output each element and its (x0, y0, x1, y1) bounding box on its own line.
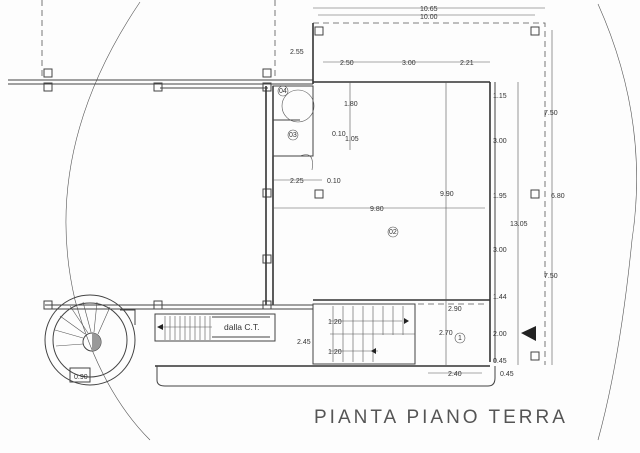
dim-top-inner: 10.00 (420, 14, 438, 21)
dim-ramp: 2.40 (448, 371, 462, 378)
column-markers (43, 68, 272, 310)
room-label-03 (287, 129, 299, 141)
svg-text:04: 04 (279, 88, 287, 95)
dim-bay-2: 3.00 (402, 60, 416, 67)
svg-text:0.45: 0.45 (493, 358, 507, 365)
svg-text:0.45: 0.45 (500, 371, 514, 378)
svg-text:03: 03 (289, 132, 297, 139)
spiral-stair (44, 294, 136, 386)
dim-right-bottom: 7.50 (544, 273, 558, 280)
site-arc-right (597, 3, 637, 441)
dim-wc-door: 1.05 (345, 136, 359, 143)
corridor-walls (8, 0, 313, 89)
dim-stair-run-2: 1.20 (328, 349, 342, 356)
svg-text:3.00: 3.00 (493, 247, 507, 254)
dim-top-outer: 10.65 (420, 6, 438, 13)
canopy-columns (314, 26, 540, 361)
from-ct-label: dalla C.T. (224, 322, 259, 332)
dim-entry-depth: 2.70 (439, 330, 453, 337)
room-label-1 (454, 332, 466, 344)
dim-stair-run-1: 1.20 (328, 319, 342, 326)
external-stair (154, 313, 276, 342)
svg-text:3.00: 3.00 (493, 138, 507, 145)
svg-text:2.00: 2.00 (493, 331, 507, 338)
dim-hall-width: 9.80 (370, 206, 384, 213)
svg-text:1.95: 1.95 (493, 193, 507, 200)
dim-right-mid: 6.80 (551, 193, 565, 200)
svg-text:02: 02 (389, 229, 397, 236)
dim-left-gap: 0.10 (327, 178, 341, 185)
dim-canopy-depth: 2.55 (290, 49, 304, 56)
dim-total-depth: 13.05 (510, 221, 528, 228)
dim-hall-depth: 9.90 (440, 191, 454, 198)
room-label-02 (387, 226, 399, 238)
dim-stair-height: 2.45 (297, 339, 311, 346)
bathroom: 04 03 (272, 85, 315, 171)
internal-stair (312, 303, 416, 365)
dim-left-width: 2.25 (290, 178, 304, 185)
entrance-arrow-icon (521, 326, 536, 341)
dim-right-top: 7.50 (544, 110, 558, 117)
room-label-04 (277, 85, 289, 97)
svg-text:1.15: 1.15 (493, 93, 507, 100)
svg-text:1.44: 1.44 (493, 294, 507, 301)
svg-text:1: 1 (458, 335, 462, 342)
site-arc-left (65, 1, 151, 441)
dim-wc-depth: 1.80 (344, 101, 358, 108)
drawing-title: PIANTA PIANO TERRA (314, 407, 568, 428)
dim-spiral-width: 0.90 (74, 374, 88, 381)
canopy-outline (313, 22, 546, 365)
dim-bay-1: 2.50 (340, 60, 354, 67)
side-dims: 1.15 3.00 1.95 3.00 1.44 2.00 0.45 0.45 (493, 93, 514, 378)
dim-bay-3: 2.21 (460, 60, 474, 67)
dim-entry-width: 2.90 (448, 306, 462, 313)
main-walls (45, 23, 553, 387)
dim-wc-gap: 0.10 (332, 131, 346, 138)
